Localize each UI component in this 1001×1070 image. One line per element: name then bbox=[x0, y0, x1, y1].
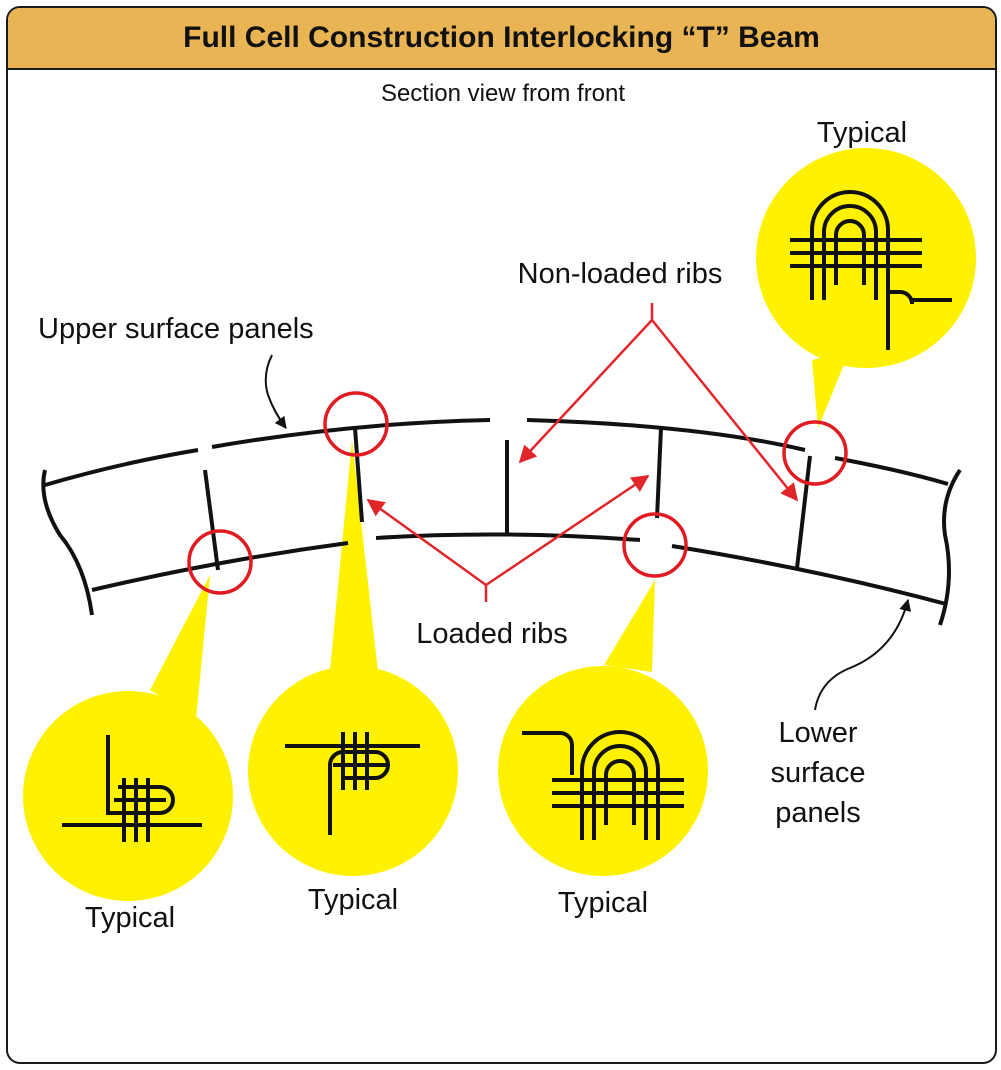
highlight-circle-3 bbox=[622, 512, 688, 578]
lower-panel-3 bbox=[671, 544, 947, 606]
rib-arrows bbox=[366, 303, 799, 602]
non-loaded-ribs-label: Non-loaded ribs bbox=[518, 258, 723, 290]
callout-circle-3 bbox=[498, 666, 708, 876]
detail-1 bbox=[62, 735, 202, 842]
loaded-arrow-left bbox=[366, 498, 487, 587]
loaded-rib-2 bbox=[353, 427, 364, 523]
detail-2 bbox=[285, 732, 420, 835]
detail-3 bbox=[522, 730, 684, 840]
title-bar: Full Cell Construction Interlocking “T” … bbox=[8, 8, 995, 70]
upper-panel-3 bbox=[526, 418, 806, 452]
highlight-circle-4 bbox=[782, 420, 848, 486]
typical-label-3: Typical bbox=[558, 887, 648, 919]
highlight-circle-1 bbox=[187, 529, 253, 595]
callout-wedge-4 bbox=[812, 350, 850, 428]
upper-panel-1 bbox=[44, 448, 199, 487]
non-loaded-rib-2 bbox=[795, 455, 812, 569]
right-break bbox=[938, 468, 962, 626]
lower-surface-label-line1: Lower bbox=[779, 717, 858, 749]
typical-label-1: Typical bbox=[85, 902, 175, 934]
non-loaded-arrow-left bbox=[518, 319, 653, 464]
lower-surface-label-line3: panels bbox=[775, 797, 860, 829]
loaded-arrow-right bbox=[485, 474, 650, 587]
loaded-rib-3 bbox=[655, 427, 663, 519]
left-break bbox=[41, 469, 94, 616]
upper-panel-4 bbox=[834, 456, 949, 486]
lower-panel-1 bbox=[91, 541, 349, 592]
upper-surface-label: Upper surface panels bbox=[38, 313, 314, 345]
callout-wedge-3 bbox=[604, 580, 655, 672]
upper-surface-pointer bbox=[264, 354, 287, 429]
subtitle: Section view from front bbox=[381, 80, 625, 107]
highlight-circle-2 bbox=[323, 391, 389, 457]
lower-surface-pointer bbox=[814, 598, 912, 711]
diagram-title: Full Cell Construction Interlocking “T” … bbox=[183, 21, 820, 54]
lower-surface-label-line2: surface bbox=[770, 757, 865, 789]
loaded-ribs-label: Loaded ribs bbox=[416, 618, 568, 650]
non-loaded-arrow-right bbox=[651, 319, 799, 502]
callout-circle-1 bbox=[23, 691, 233, 901]
typical-label-2: Typical bbox=[308, 884, 398, 916]
wing-section bbox=[41, 418, 962, 626]
callout-wedge-2 bbox=[330, 440, 378, 672]
callout-details bbox=[62, 190, 952, 842]
upper-panel-2 bbox=[211, 418, 491, 449]
loaded-rib-1 bbox=[203, 469, 220, 571]
highlight-circles bbox=[187, 391, 848, 595]
lower-panel-2 bbox=[375, 532, 641, 542]
callout-wedge-1 bbox=[150, 575, 210, 720]
surface-pointers bbox=[264, 354, 912, 711]
callout-wedges bbox=[150, 350, 850, 720]
detail-4 bbox=[790, 190, 952, 350]
typical-label-4: Typical bbox=[817, 117, 907, 149]
